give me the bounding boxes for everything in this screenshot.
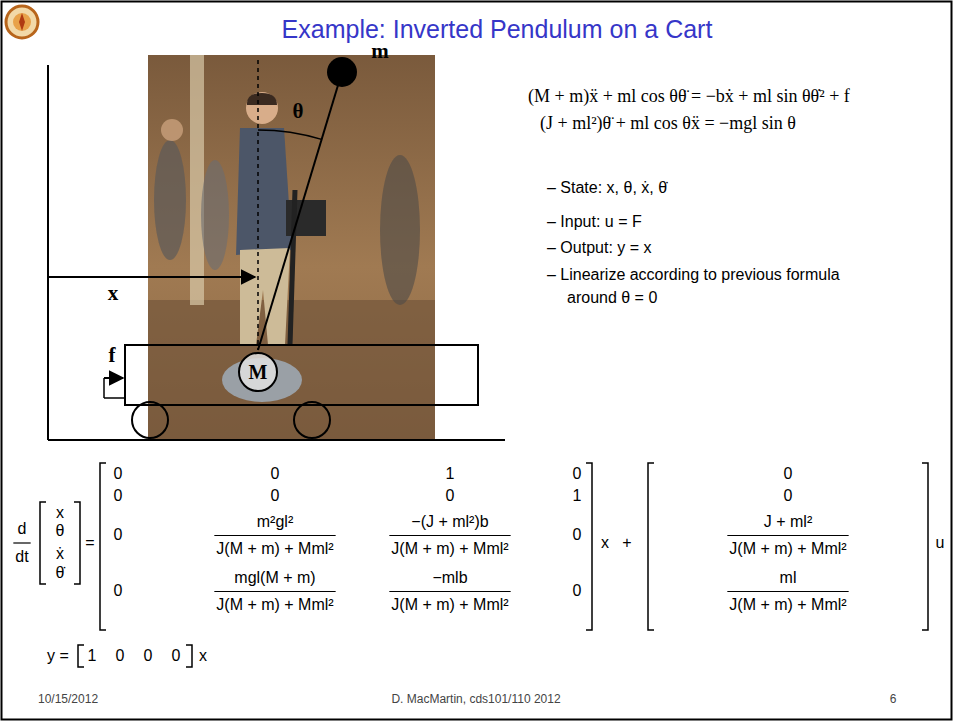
fraction-bar	[389, 591, 510, 592]
mass-label: m	[371, 40, 389, 63]
matrix-entry: 0	[573, 465, 582, 483]
fraction-denominator: J(M + m) + Mml²	[391, 540, 508, 558]
cart-wheel	[132, 402, 168, 438]
bracket	[74, 502, 80, 584]
page-number: 6	[890, 693, 897, 706]
state-entry: x	[56, 504, 64, 522]
fraction-numerator: −mlb	[432, 569, 467, 587]
matrix-entry: 0	[114, 465, 123, 483]
matrix-entry: 1	[88, 647, 97, 665]
plus-sign: +	[622, 534, 631, 552]
bullet: – Input: u = F	[547, 213, 642, 231]
position-arrow	[48, 276, 255, 278]
fraction-numerator: mgl(M + m)	[234, 569, 315, 587]
footer-author: D. MacMartin, cds101/110 2012	[391, 693, 560, 706]
fraction-bar	[13, 542, 30, 543]
fraction-numerator: ml	[780, 569, 797, 587]
matrix-entry: 0	[116, 647, 125, 665]
bullet: – Output: y = x	[547, 239, 652, 257]
input-symbol: u	[936, 534, 945, 552]
footer-date: 10/15/2012	[38, 693, 98, 706]
fraction-bar	[727, 535, 848, 536]
state-symbol: x	[601, 534, 609, 552]
logo-seal	[6, 6, 38, 38]
derivative-numerator: d	[18, 520, 27, 538]
fraction-numerator: m²gl²	[257, 513, 293, 531]
fraction-bars	[13, 536, 848, 592]
fraction-bar	[389, 535, 510, 536]
matrix-entry: 0	[784, 487, 793, 505]
angle-arc	[258, 130, 322, 139]
force-label: f	[109, 344, 116, 367]
force-bracket	[103, 378, 105, 398]
bracket	[922, 463, 928, 630]
state-symbol: x	[199, 647, 207, 665]
matrix-entry: 1	[446, 465, 455, 483]
fraction-bar	[214, 535, 335, 536]
vertical-reference	[257, 60, 259, 350]
ground-line	[48, 439, 505, 441]
matrix-entry: 0	[446, 487, 455, 505]
force-bracket	[104, 397, 125, 399]
matrix-entry: 1	[573, 487, 582, 505]
state-entry: θ	[56, 522, 65, 540]
fraction-numerator: J + ml²	[764, 513, 812, 531]
matrix-brackets	[40, 463, 928, 667]
mass-symbol: M	[249, 361, 268, 384]
matrix-entry: 0	[114, 582, 123, 600]
pendulum-mass	[327, 57, 357, 87]
pendulum-figure	[48, 60, 505, 440]
fraction-bar	[727, 591, 848, 592]
segway-photo	[148, 55, 435, 440]
matrix-entry: 0	[271, 465, 280, 483]
matrix-entry: 0	[114, 487, 123, 505]
position-label: x	[108, 282, 119, 305]
mass-circle: M	[238, 352, 278, 392]
derivative-denominator: dt	[15, 548, 28, 566]
fraction-denominator: J(M + m) + Mml²	[391, 596, 508, 614]
matrix-entry: 0	[271, 487, 280, 505]
wall-line	[47, 65, 49, 440]
bracket	[40, 502, 46, 584]
state-entry: ẋ	[56, 545, 64, 563]
bracket	[78, 645, 84, 667]
fraction-denominator: J(M + m) + Mml²	[216, 540, 333, 558]
angle-label: θ	[293, 100, 304, 123]
matrix-entry: 0	[573, 582, 582, 600]
cart-wheel	[294, 402, 330, 438]
bullet: – State: x, θ, ẋ, θ̇	[547, 179, 667, 197]
fraction-denominator: J(M + m) + Mml²	[216, 596, 333, 614]
bracket	[648, 463, 654, 630]
cart-body	[125, 345, 478, 405]
pendulum-rod	[258, 72, 342, 350]
matrix-entry: 0	[784, 465, 793, 483]
bracket	[100, 463, 106, 630]
matrix-entry: 0	[144, 647, 153, 665]
fraction-denominator: J(M + m) + Mml²	[729, 540, 846, 558]
output-equation: y =	[47, 647, 69, 665]
matrix-entry: 0	[172, 647, 181, 665]
equation: (M + m)ẍ + ml cos θθ̈ = −bẋ + ml sin θθ̇…	[528, 87, 850, 107]
bullet: – Linearize according to previous formul…	[547, 263, 857, 309]
fraction-denominator: J(M + m) + Mml²	[729, 596, 846, 614]
fraction-bar	[214, 591, 335, 592]
slide-title: Example: Inverted Pendulum on a Cart	[282, 16, 713, 44]
force-arrow	[104, 377, 123, 379]
state-entry: θ̇	[56, 564, 65, 582]
bracket	[186, 645, 192, 667]
equals-sign: =	[85, 534, 94, 552]
bracket	[586, 463, 592, 630]
equation: (J + ml²)θ̈ + ml cos θẍ = −mgl sin θ	[540, 114, 796, 134]
matrix-entry: 0	[573, 526, 582, 544]
fraction-numerator: −(J + ml²)b	[411, 513, 488, 531]
matrix-entry: 0	[114, 526, 123, 544]
